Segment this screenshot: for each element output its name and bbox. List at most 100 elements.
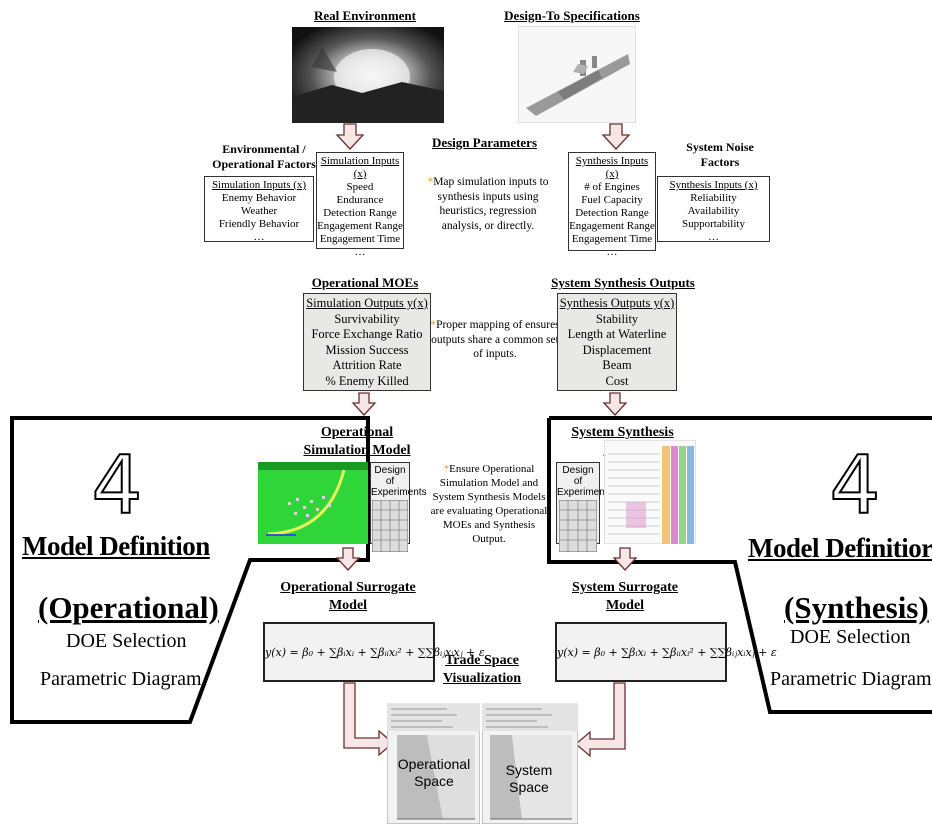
left-doe-selection: DOE Selection	[66, 630, 187, 652]
arrow-real-env	[335, 123, 365, 150]
list-item: Beam	[602, 358, 632, 372]
synthesis-inputs-head: Synthesis Inputs (x)	[575, 155, 649, 180]
doe-label-op: Design of Experiments	[371, 463, 427, 498]
real-environment-title: Real Environment	[314, 8, 416, 23]
map-inputs-note: *Map simulation inputs to synthesis inpu…	[418, 175, 558, 233]
simulation-outputs-head: Simulation Outputs y(x)	[306, 296, 428, 310]
doe-sys-line2: Experiments	[557, 487, 613, 498]
design-parameters-title: Design Parameters	[431, 135, 538, 150]
system-surrogate-title: System Surrogate Model	[555, 579, 695, 615]
trade-space-line2: Visualization	[442, 671, 522, 686]
operational-space-label: Operational Space	[396, 756, 472, 790]
doe-grid-sys	[559, 500, 597, 552]
ensure-line4: are evaluating Operational	[430, 505, 548, 517]
list-item: Detection Range	[323, 207, 397, 219]
ship-model-image	[518, 26, 636, 123]
list-item: Engagement Range	[317, 220, 403, 232]
design-to-specs-title: Design-To Specifications	[504, 8, 640, 23]
arrow-sys-to-trade	[575, 682, 626, 758]
list-item: Mission Success	[325, 342, 409, 357]
list-item: Speed	[346, 181, 374, 193]
list-item: Stability	[595, 311, 639, 326]
trade-space-line1: Trade Space	[444, 653, 519, 668]
doe-panel-sys: Design of Experiments	[556, 462, 613, 552]
list-item: Supportability	[682, 218, 745, 230]
ensure-line3: System Synthesis Models	[432, 491, 546, 503]
list-item: # of Engines	[584, 181, 640, 193]
op-space-line2: Space	[414, 773, 454, 789]
proper-note-line2: outputs share a common set	[431, 333, 559, 346]
arrow-op-to-trade	[343, 682, 394, 757]
operational-simulation-model-title: Operational Simulation Model	[292, 424, 422, 460]
left-model-kind: (Operational)	[38, 590, 219, 625]
left-parametric-diagram: Parametric Diagram	[40, 668, 202, 690]
list-item: Attrition Rate	[332, 358, 402, 372]
env-factors-title-line2: Operational Factors	[212, 157, 316, 171]
list-item: Displacement	[582, 342, 652, 357]
doe-panel-op: Design of Experiments	[370, 462, 427, 552]
synthesis-inputs-box: Synthesis Inputs (x) # of Engines Fuel C…	[568, 152, 656, 258]
list-item: Availability	[687, 205, 740, 217]
list-item: Endurance	[336, 194, 384, 206]
op-surrogate-line1: Operational Surrogate	[280, 580, 416, 595]
noise-factors-box: Synthesis Inputs (x) Reliability Availab…	[657, 176, 770, 243]
simulation-inputs-box: Simulation Inputs (x) Speed Endurance De…	[316, 152, 404, 258]
trade-space-title: Trade Space Visualization	[432, 652, 532, 688]
synthesis-spreadsheet-image	[604, 440, 696, 544]
list-item: Reliability	[690, 192, 737, 204]
ensure-line2: Simulation Model and	[439, 477, 539, 489]
list-item: Length at Waterline	[567, 327, 667, 341]
system-space-label: System Space	[496, 762, 562, 796]
list-item: …	[708, 231, 719, 243]
op-space-line1: Operational	[397, 756, 471, 772]
map-note-line3: heuristics, regression	[439, 205, 537, 217]
system-surrogate-equation: y(x) = β₀ + ∑βᵢxᵢ + ∑βᵢᵢxᵢ² + ∑∑βᵢⱼxᵢxⱼ …	[555, 622, 777, 682]
operational-space-plot	[387, 703, 480, 824]
env-factors-title: Environmental / Operational Factors	[212, 142, 316, 172]
right-model-definition: Model Definitior	[748, 533, 932, 563]
map-note-line1: Map simulation inputs to	[433, 176, 549, 188]
noise-factors-box-head: Synthesis Inputs (x)	[669, 179, 758, 191]
doe-op-line1: Design of	[374, 465, 406, 487]
noise-factors-title-line2: Factors	[700, 155, 740, 169]
list-item: Force Exchange Ratio	[311, 327, 423, 341]
arrow-design-specs	[601, 123, 631, 150]
proper-note-line1: Proper mapping of ensures	[436, 319, 560, 331]
right-step-number: 4	[829, 439, 882, 532]
list-item: Survivability	[334, 311, 400, 326]
left-panel-outline	[10, 416, 370, 724]
map-note-line2: synthesis inputs using	[437, 190, 539, 203]
sys-synth-title-line1: System Synthesis	[571, 425, 674, 440]
right-panel-outline	[547, 416, 932, 714]
list-item: Detection Range	[575, 207, 649, 219]
sys-surrogate-line1: System Surrogate	[572, 580, 678, 595]
synthesis-outputs-head: Synthesis Outputs y(x)	[559, 296, 675, 310]
env-factors-box-head: Simulation Inputs (x)	[211, 179, 307, 191]
env-factors-title-line1: Environmental /	[222, 142, 306, 156]
proper-note-line3: of inputs.	[473, 348, 517, 360]
right-model-kind: (Synthesis)	[784, 590, 929, 625]
ensure-line6: Output.	[472, 533, 506, 545]
doe-label-sys: Design of Experiments	[557, 463, 613, 498]
arrow-op-moes	[351, 392, 377, 416]
simulation-outputs-box: Simulation Outputs y(x) Survivability Fo…	[303, 293, 431, 391]
map-note-line4: analysis, or directly.	[441, 219, 535, 232]
list-item: Cost	[605, 373, 629, 388]
right-parametric-diagram: Parametric Diagram	[770, 668, 932, 690]
sys-surrogate-line2: Model	[605, 598, 645, 613]
list-item: Enemy Behavior	[221, 192, 297, 204]
operational-moes-title: Operational MOEs	[311, 275, 419, 290]
op-surrogate-line2: Model	[328, 598, 368, 613]
right-doe-selection: DOE Selection	[790, 626, 911, 648]
operational-surrogate-title: Operational Surrogate Model	[268, 579, 428, 615]
sys-space-line2: Space	[509, 779, 549, 795]
op-sim-title-line1: Operational	[320, 425, 394, 440]
simulation-screenshot	[258, 462, 368, 544]
list-item: …	[354, 246, 366, 258]
left-model-definition: Model Definition	[22, 531, 210, 561]
doe-op-line2: Experiments	[371, 487, 427, 498]
list-item: Engagement Time	[319, 233, 401, 245]
list-item: Engagement Range	[569, 220, 655, 232]
list-item: % Enemy Killed	[325, 373, 409, 388]
